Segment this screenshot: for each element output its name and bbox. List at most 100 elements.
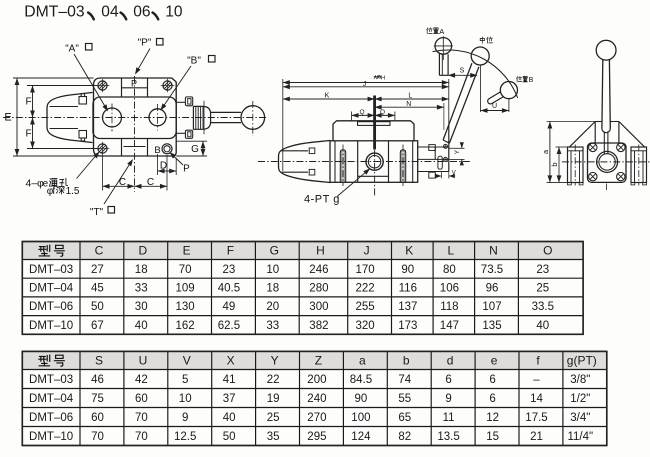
svg-text:50: 50 xyxy=(91,301,104,313)
svg-text:67: 67 xyxy=(91,320,104,332)
svg-text:O: O xyxy=(543,244,552,258)
svg-text:4-PT g: 4-PT g xyxy=(304,194,340,206)
svg-text:70: 70 xyxy=(135,412,148,424)
svg-text:V: V xyxy=(183,353,191,367)
svg-text:10: 10 xyxy=(165,4,182,21)
svg-text:49: 49 xyxy=(223,301,236,313)
svg-text:96: 96 xyxy=(486,283,499,295)
svg-text:K: K xyxy=(405,244,413,258)
svg-text:–: – xyxy=(533,374,540,386)
svg-text:DMT–10: DMT–10 xyxy=(29,431,73,443)
svg-text:DMT–10: DMT–10 xyxy=(29,320,73,332)
svg-text:118: 118 xyxy=(440,301,458,313)
svg-text:DMT–03: DMT–03 xyxy=(29,374,73,386)
svg-text:27: 27 xyxy=(91,264,104,276)
svg-text:280: 280 xyxy=(309,283,328,295)
svg-text:25: 25 xyxy=(267,412,280,424)
svg-text:25: 25 xyxy=(536,283,549,295)
svg-text:N: N xyxy=(489,244,498,258)
svg-text:75: 75 xyxy=(91,393,104,405)
svg-text:222: 222 xyxy=(356,283,375,295)
svg-text:116: 116 xyxy=(399,283,417,295)
svg-text:17.5: 17.5 xyxy=(525,412,547,424)
svg-text:10: 10 xyxy=(266,264,279,276)
svg-text:P: P xyxy=(183,164,190,175)
svg-text:B: B xyxy=(529,77,534,84)
svg-text:3/8": 3/8" xyxy=(570,374,590,386)
svg-text:35: 35 xyxy=(267,431,280,443)
svg-text:21: 21 xyxy=(530,431,543,443)
svg-text:20: 20 xyxy=(266,301,279,313)
svg-text:F: F xyxy=(25,97,31,108)
svg-text:J: J xyxy=(363,81,367,88)
svg-text:F: F xyxy=(227,244,234,258)
svg-text:S: S xyxy=(460,67,465,74)
svg-text:74: 74 xyxy=(398,374,411,386)
svg-text:04: 04 xyxy=(101,4,118,21)
svg-text:11: 11 xyxy=(443,412,455,424)
svg-text:295: 295 xyxy=(307,431,326,443)
svg-text:170: 170 xyxy=(356,264,375,276)
svg-text:46: 46 xyxy=(91,374,104,386)
svg-text:N: N xyxy=(406,101,411,108)
svg-text:60: 60 xyxy=(91,412,104,424)
svg-text:C: C xyxy=(95,244,104,258)
svg-text:E: E xyxy=(183,244,191,258)
svg-text:6: 6 xyxy=(489,393,495,405)
svg-text:162: 162 xyxy=(176,320,195,332)
svg-text:e: e xyxy=(43,179,49,190)
svg-text:14: 14 xyxy=(530,393,543,405)
svg-text:d: d xyxy=(447,353,454,367)
svg-text:Q: Q xyxy=(359,109,364,116)
svg-text:S: S xyxy=(95,353,103,367)
svg-text:1.5: 1.5 xyxy=(66,186,80,197)
svg-text:C: C xyxy=(119,177,126,188)
svg-text:84.5: 84.5 xyxy=(350,374,372,386)
svg-text:65: 65 xyxy=(398,412,411,424)
svg-text:15: 15 xyxy=(486,431,499,443)
svg-text:246: 246 xyxy=(309,264,328,276)
svg-text:D: D xyxy=(160,161,167,172)
svg-text:J: J xyxy=(364,244,370,258)
svg-text:70: 70 xyxy=(91,431,104,443)
svg-text:DMT–03: DMT–03 xyxy=(24,4,85,21)
svg-text:9: 9 xyxy=(445,393,451,405)
svg-text:90: 90 xyxy=(401,264,414,276)
svg-text:9: 9 xyxy=(182,412,188,424)
svg-text:06: 06 xyxy=(133,4,150,21)
svg-text:Q: Q xyxy=(380,109,385,116)
svg-text:80: 80 xyxy=(443,264,456,276)
svg-text:13.5: 13.5 xyxy=(437,431,459,443)
svg-text:33: 33 xyxy=(266,320,279,332)
svg-text:135: 135 xyxy=(482,320,501,332)
svg-text:200: 200 xyxy=(307,374,326,386)
svg-text:f: f xyxy=(536,353,540,367)
svg-text:12.5: 12.5 xyxy=(174,431,196,443)
svg-text:e: e xyxy=(491,353,498,367)
svg-text:U: U xyxy=(492,103,497,110)
svg-text:Y: Y xyxy=(454,149,461,154)
svg-text:70: 70 xyxy=(179,264,192,276)
svg-text:1/2": 1/2" xyxy=(570,393,590,405)
svg-text:37: 37 xyxy=(223,393,236,405)
svg-text:40.5: 40.5 xyxy=(218,283,240,295)
svg-text:40: 40 xyxy=(536,320,549,332)
svg-text:42: 42 xyxy=(135,374,148,386)
svg-text:33: 33 xyxy=(135,283,148,295)
svg-text:H: H xyxy=(316,244,325,258)
svg-text:41: 41 xyxy=(223,374,236,386)
svg-text:23: 23 xyxy=(223,264,236,276)
svg-text:82: 82 xyxy=(398,431,411,443)
svg-text:6: 6 xyxy=(445,374,451,386)
svg-text:DMT–06: DMT–06 xyxy=(29,412,73,424)
svg-text:"T": "T" xyxy=(90,207,104,218)
svg-text:109: 109 xyxy=(176,283,195,295)
svg-text:107: 107 xyxy=(482,301,501,313)
svg-text:b: b xyxy=(403,353,410,367)
svg-text:B: B xyxy=(154,145,160,156)
svg-text:φ: φ xyxy=(47,186,54,197)
svg-text:DMT–06: DMT–06 xyxy=(29,301,73,313)
svg-text:130: 130 xyxy=(176,301,195,313)
svg-text:40: 40 xyxy=(223,412,236,424)
svg-text:3/4": 3/4" xyxy=(570,412,590,424)
